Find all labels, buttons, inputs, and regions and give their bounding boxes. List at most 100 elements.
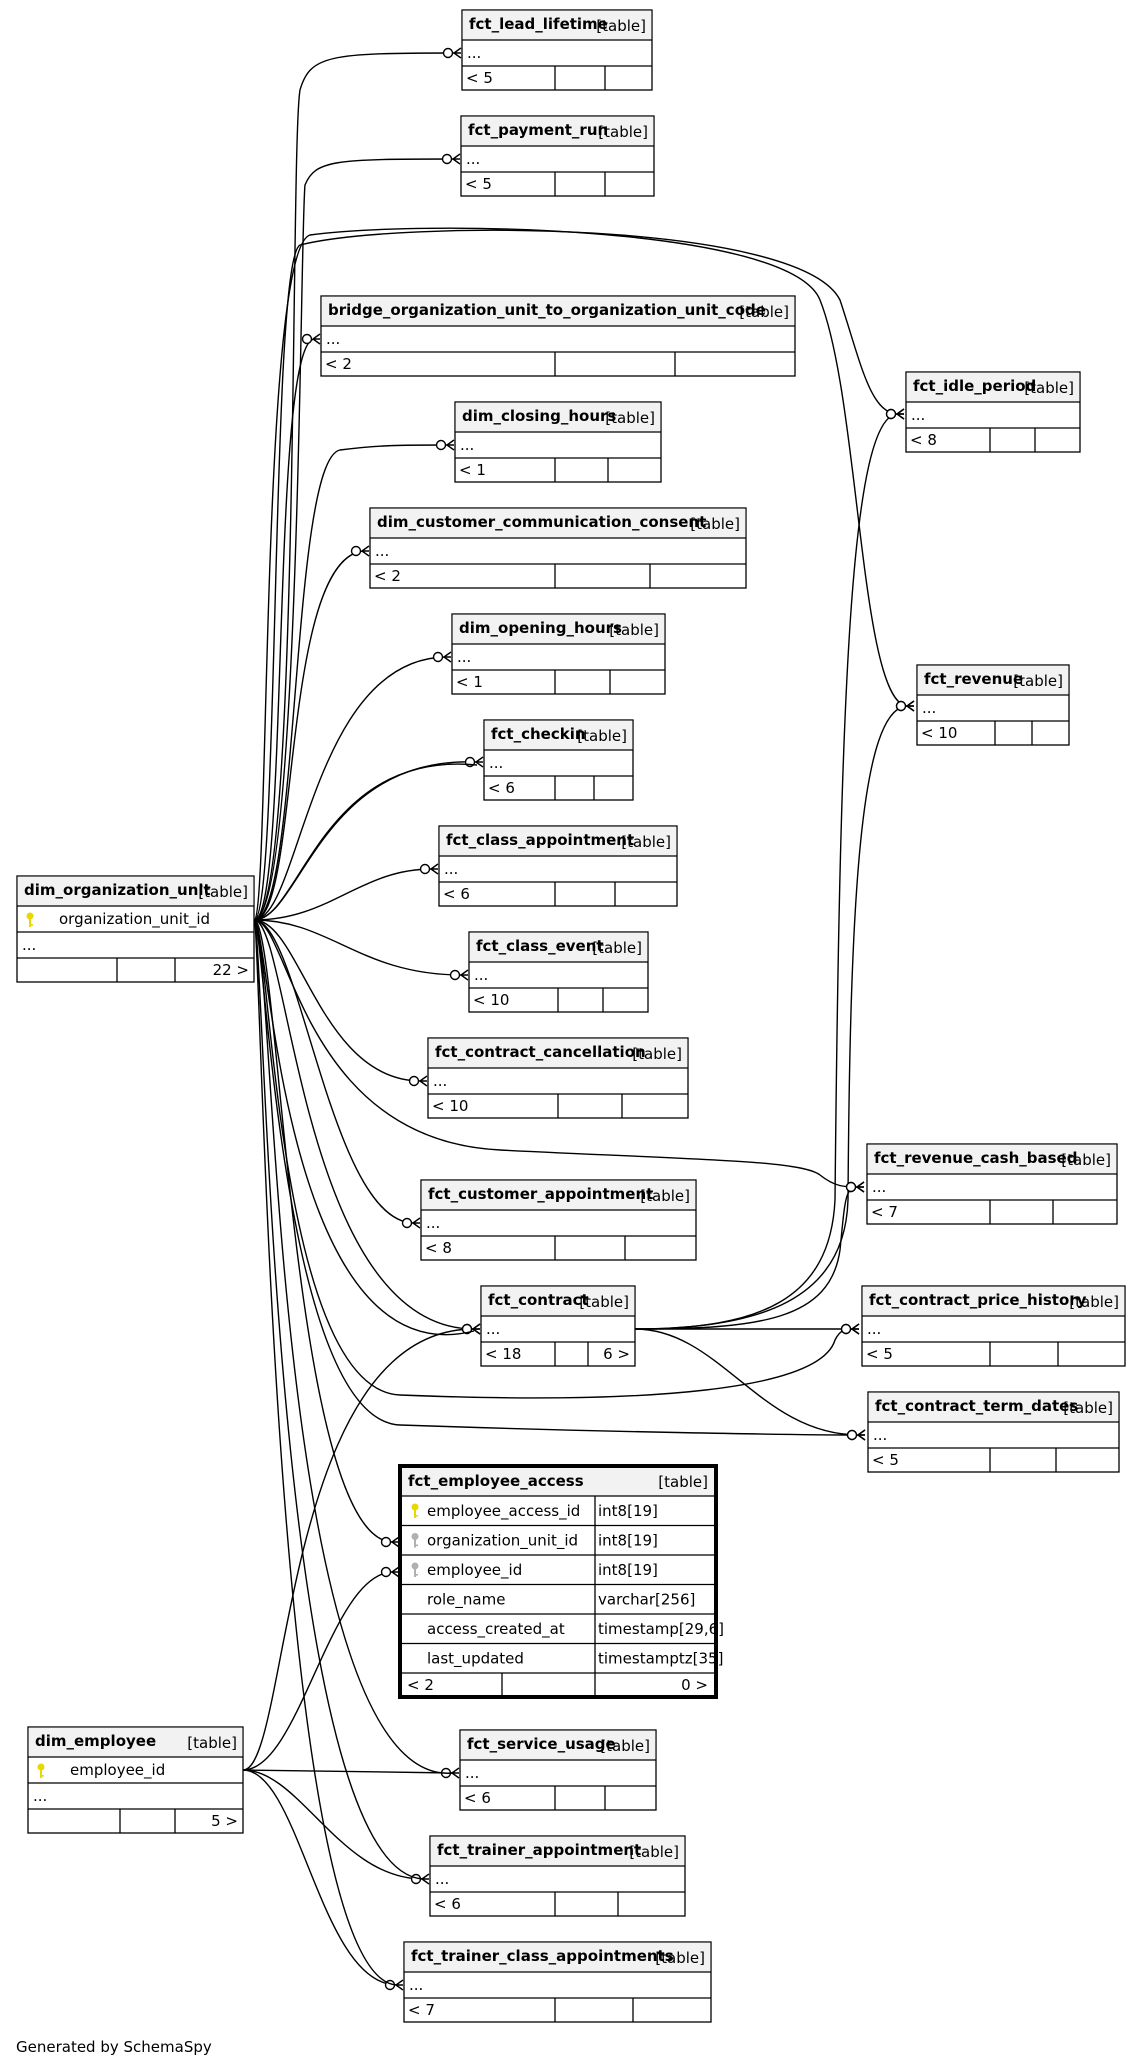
generated-by-footer: Generated by SchemaSpy <box>16 2038 212 2056</box>
relationship-org-unit-10 <box>253 919 415 1224</box>
relationship-org-unit-0 <box>253 52 456 921</box>
table-type-label: [table] <box>600 1737 650 1755</box>
relationship-org-unit-16 <box>253 919 854 1399</box>
table-name: dim_employee <box>35 1732 156 1750</box>
relationship-org-unit-13 <box>253 229 899 921</box>
table-fct-payment-run[interactable]: fct_payment_run[table]...< 5 <box>460 115 655 197</box>
tables-layer: fct_lead_lifetime[table]...< 5 fct_paymen… <box>16 9 1126 2023</box>
table-name: fct_service_usage <box>467 1735 616 1753</box>
table-type-label: [table] <box>609 621 659 639</box>
crowfoot-marker <box>449 969 469 981</box>
parent-count: < 10 <box>473 991 509 1009</box>
table-name: fct_checkin <box>491 725 586 743</box>
table-fct-checkin[interactable]: fct_checkin[table]...< 6 <box>483 719 634 801</box>
column-type: timestamptz[35] <box>598 1650 723 1668</box>
columns-ellipsis: ... <box>922 699 936 717</box>
crowfoot-marker <box>895 700 915 712</box>
table-name: fct_class_event <box>476 937 604 955</box>
table-fct-contract-price-history[interactable]: fct_contract_price_history[table]...< 5 <box>861 1285 1126 1367</box>
table-fct-idle-period[interactable]: fct_idle_period[table]...< 8 <box>905 371 1081 453</box>
crowfoot-marker <box>432 651 452 663</box>
table-fct-contract-term-dates[interactable]: fct_contract_term_dates[table]...< 5 <box>867 1391 1120 1473</box>
columns-ellipsis: ... <box>460 436 474 454</box>
columns-ellipsis: ... <box>375 542 389 560</box>
table-type-label: [table] <box>198 883 248 901</box>
columns-ellipsis: ... <box>467 44 481 62</box>
relationship-org-service-usage <box>253 919 454 1774</box>
parent-count: < 6 <box>443 885 470 903</box>
relationship-org-contract-2 <box>253 919 475 1336</box>
column-type: int8[19] <box>598 1502 658 1520</box>
table-type-label: [table] <box>739 303 789 321</box>
crowfoot-marker <box>350 545 370 557</box>
table-fct-trainer-appointment[interactable]: fct_trainer_appointment[table]...< 6 <box>429 1835 686 1917</box>
parent-count: < 1 <box>456 673 483 691</box>
table-dim-employee[interactable]: dim_employee[table]employee_id...5 > <box>27 1726 244 1834</box>
table-bridge[interactable]: bridge_organization_unit_to_organization… <box>320 295 796 377</box>
relationship-org-unit-15 <box>253 919 859 1188</box>
columns-ellipsis: ... <box>22 936 36 954</box>
table-fct-revenue-cash-based[interactable]: fct_revenue_cash_based[table]...< 7 <box>866 1143 1118 1225</box>
table-fct-contract-cancellation[interactable]: fct_contract_cancellation[table]...< 10 <box>427 1037 689 1119</box>
column-type: timestamp[29,6] <box>598 1620 724 1638</box>
table-type-label: [table] <box>1024 379 1074 397</box>
relationship-employee-4 <box>242 1769 398 1986</box>
columns-ellipsis: ... <box>489 754 503 772</box>
crowfoot-marker <box>840 1323 860 1335</box>
parent-count: < 6 <box>434 1895 461 1913</box>
table-fct-trainer-class-appointments[interactable]: fct_trainer_class_appointments[table]...… <box>403 1941 712 2023</box>
table-fct-lead-lifetime[interactable]: fct_lead_lifetime[table]...< 5 <box>461 9 653 91</box>
table-name: fct_revenue <box>924 670 1023 688</box>
table-name: fct_contract_price_history <box>869 1291 1087 1309</box>
table-name: fct_payment_run <box>468 121 608 139</box>
crowfoot-marker <box>380 1536 400 1548</box>
columns-ellipsis: ... <box>872 1178 886 1196</box>
table-fct-class-event[interactable]: fct_class_event[table]...< 10 <box>468 931 649 1013</box>
parent-count: < 5 <box>872 1451 899 1469</box>
table-fct-class-appointment[interactable]: fct_class_appointment[table]...< 6 <box>438 825 678 907</box>
crowfoot-marker <box>885 408 905 420</box>
table-type-label: [table] <box>187 1734 237 1752</box>
table-dim-organization-unit[interactable]: dim_organization_unit[table]organization… <box>16 875 255 983</box>
table-type-label: [table] <box>1069 1293 1119 1311</box>
table-fct-revenue[interactable]: fct_revenue[table]...< 10 <box>916 664 1070 746</box>
table-dim-closing-hours[interactable]: dim_closing_hours[table]...< 1 <box>454 401 662 483</box>
parent-count: < 2 <box>374 567 401 585</box>
table-name: dim_organization_unit <box>24 881 211 899</box>
parent-count: < 2 <box>407 1676 434 1694</box>
child-count: 6 > <box>603 1345 630 1363</box>
table-dim-customer-communication-consent[interactable]: dim_customer_communication_consent[table… <box>369 507 747 589</box>
table-type-label: [table] <box>577 727 627 745</box>
table-type-label: [table] <box>621 833 671 851</box>
table-type-label: [table] <box>655 1949 705 1967</box>
relationship-contract-0 <box>634 413 899 1330</box>
parent-count: < 6 <box>464 1789 491 1807</box>
table-fct-customer-appointment[interactable]: fct_customer_appointment[table]...< 8 <box>420 1179 697 1261</box>
column-name: access_created_at <box>427 1620 565 1639</box>
primary-key-icon <box>411 1503 419 1518</box>
table-dim-opening-hours[interactable]: dim_opening_hours[table]...< 1 <box>451 613 666 695</box>
table-type-label: [table] <box>1013 672 1063 690</box>
column-name: employee_access_id <box>427 1502 580 1521</box>
columns-ellipsis: ... <box>911 406 925 424</box>
table-fct-employee-access[interactable]: fct_employee_access[table]employee_acces… <box>398 1464 724 1699</box>
table-name: bridge_organization_unit_to_organization… <box>328 301 766 319</box>
columns-ellipsis: ... <box>474 966 488 984</box>
table-name: fct_class_appointment <box>446 831 634 849</box>
crowfoot-marker <box>461 1323 481 1335</box>
relationship-lines <box>242 47 915 1991</box>
relationship-employee-2 <box>242 1769 454 1774</box>
table-type-label: [table] <box>632 1045 682 1063</box>
table-fct-service-usage[interactable]: fct_service_usage[table]...< 6 <box>459 1729 657 1811</box>
relationship-org-unit-1 <box>253 158 455 921</box>
table-name: fct_trainer_appointment <box>437 1841 641 1859</box>
relationship-org-unit-9 <box>253 919 422 1082</box>
table-name: fct_idle_period <box>913 377 1036 395</box>
foreign-key-icon <box>411 1562 419 1577</box>
columns-ellipsis: ... <box>486 1320 500 1338</box>
parent-count: < 1 <box>459 461 486 479</box>
parent-count: < 18 <box>485 1345 521 1363</box>
parent-count: < 5 <box>465 175 492 193</box>
